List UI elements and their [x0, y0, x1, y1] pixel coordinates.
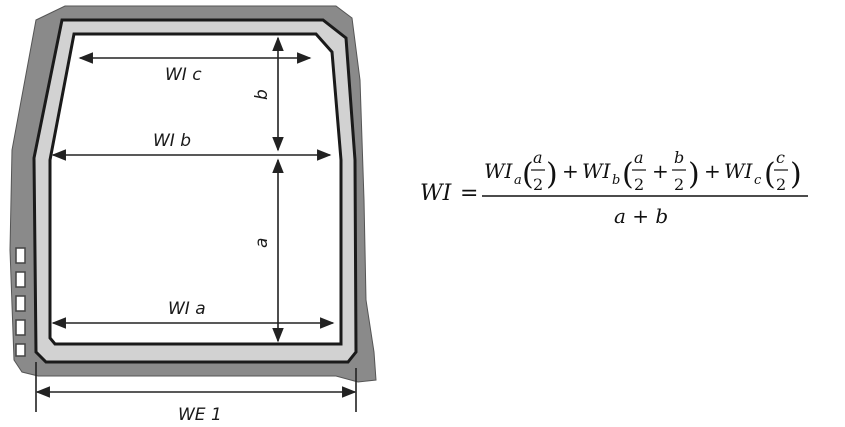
num-term3-frac-num: c: [776, 148, 785, 167]
paren-close-2: ): [688, 157, 700, 192]
num-term3-frac-den: 2: [776, 175, 786, 194]
num-term3-base: WI: [724, 159, 754, 183]
num-term2-frac2-num: b: [674, 148, 684, 167]
formula-denominator: a + b: [614, 204, 668, 228]
paren-open-3: (: [764, 157, 776, 192]
num-term2-base: WI: [582, 159, 612, 183]
formula: WI = WI a ( a 2 ) + WI b ( a 2 + b 2 ) +…: [420, 148, 808, 228]
wi-c-label: WI c: [165, 65, 202, 85]
num-term2-frac1-num: a: [634, 148, 644, 167]
paren-open-1: (: [522, 157, 534, 192]
num-term3-sub: c: [754, 173, 762, 188]
num-term2-frac2-den: 2: [674, 175, 684, 194]
formula-equals: =: [460, 181, 478, 206]
num-term1-frac-num: a: [533, 148, 543, 167]
formula-lhs: WI: [420, 181, 453, 206]
num-plus-1: +: [562, 159, 579, 183]
num-plus-2: +: [704, 159, 721, 183]
num-term2-inner-plus: +: [652, 159, 669, 183]
paren-open-2: (: [622, 157, 634, 192]
num-term1-base: WI: [484, 159, 514, 183]
num-term1-frac-den: 2: [533, 175, 543, 194]
wi-b-label: WI b: [153, 131, 191, 151]
paren-close-3: ): [790, 157, 802, 192]
a-label: a: [252, 238, 272, 248]
num-term1-sub: a: [514, 173, 522, 188]
num-term2-sub: b: [612, 173, 620, 188]
wi-a-label: WI a: [168, 299, 206, 319]
paren-close-1: ): [546, 157, 558, 192]
left-slots: [15, 247, 26, 357]
b-label: b: [252, 89, 272, 100]
frame-inner-opening: [48, 32, 343, 346]
we-1-label: WE 1: [178, 405, 222, 425]
num-term2-frac1-den: 2: [634, 175, 644, 194]
